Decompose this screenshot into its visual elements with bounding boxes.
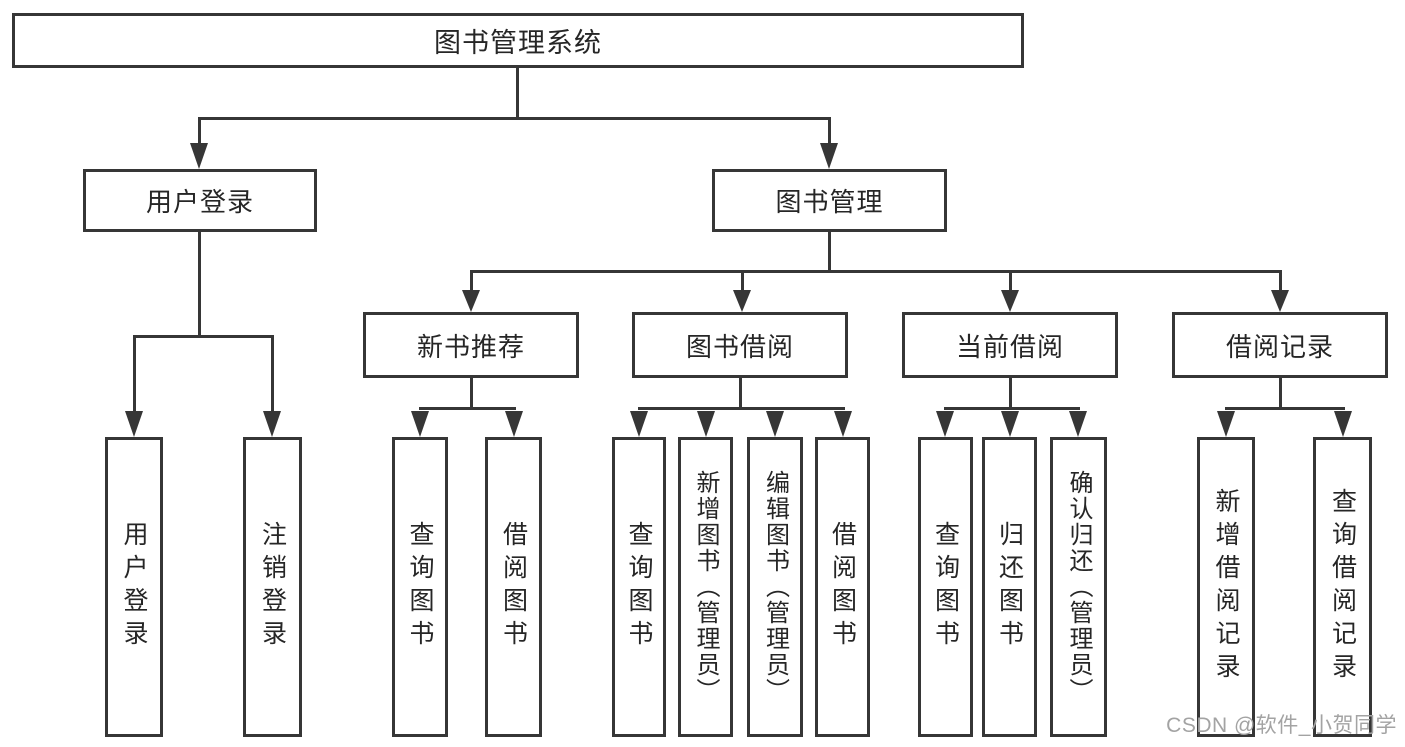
- arrowhead-down: [411, 411, 429, 437]
- connector-line: [197, 117, 831, 120]
- node-label: 当前借阅: [955, 331, 1064, 362]
- arrowhead-down: [1001, 411, 1019, 437]
- node-label: 编辑图书（管理员）: [761, 470, 789, 704]
- connector-line: [1278, 378, 1282, 410]
- arrowhead-down: [1069, 411, 1087, 437]
- arrowhead-down: [766, 411, 784, 437]
- node-root-library-management-system: 图书管理系统: [12, 13, 1024, 68]
- arrowhead-down: [820, 143, 838, 169]
- node-leaf-borrowing-query-books: 查询图书: [612, 437, 666, 737]
- arrowhead-down: [834, 411, 852, 437]
- node-label: 图书借阅: [685, 331, 794, 362]
- node-leaf-borrowing-add-books-admin: 新增图书（管理员）: [678, 437, 733, 737]
- node-leaf-borrowing-borrow-books: 借阅图书: [815, 437, 870, 737]
- node-user-login: 用户登录: [83, 169, 317, 232]
- node-label: 查询借阅记录: [1328, 488, 1357, 686]
- node-leaf-current-confirm-return-admin: 确认归还（管理员）: [1050, 437, 1107, 737]
- connector-line: [197, 231, 201, 338]
- connector-line: [132, 335, 274, 338]
- node-book-borrowing: 图书借阅: [632, 312, 848, 378]
- connector-line: [1278, 270, 1282, 292]
- connector-line: [469, 270, 473, 292]
- connector-line: [469, 378, 473, 410]
- csdn-watermark: CSDN @软件_小贺同学: [1166, 714, 1397, 737]
- connector-line: [515, 68, 519, 117]
- connector-line: [738, 378, 742, 410]
- node-leaf-user-login: 用户登录: [105, 437, 163, 737]
- node-leaf-current-return-books: 归还图书: [982, 437, 1037, 737]
- node-label: 借阅记录: [1225, 331, 1334, 362]
- connector-line: [1008, 378, 1012, 410]
- arrowhead-down: [1271, 290, 1289, 312]
- arrowhead-down: [263, 411, 281, 437]
- node-label: 用户登录: [120, 521, 148, 653]
- node-label: 借阅图书: [499, 521, 528, 653]
- arrowhead-down: [190, 143, 208, 169]
- node-label: 用户登录: [145, 187, 254, 217]
- connector-line: [418, 407, 516, 410]
- node-current-borrowing: 当前借阅: [902, 312, 1118, 378]
- arrowhead-down: [462, 290, 480, 312]
- node-label: 查询图书: [931, 521, 960, 653]
- arrowhead-down: [505, 411, 523, 437]
- connector-line: [197, 117, 201, 146]
- arrowhead-down: [1334, 411, 1352, 437]
- arrowhead-down: [697, 411, 715, 437]
- node-label: 确认归还（管理员）: [1065, 470, 1092, 704]
- node-leaf-current-query-books: 查询图书: [918, 437, 973, 737]
- node-label: 借阅图书: [828, 521, 857, 653]
- arrowhead-down: [1217, 411, 1235, 437]
- connector-line: [637, 407, 845, 410]
- arrowhead-down: [936, 411, 954, 437]
- arrowhead-down: [733, 290, 751, 312]
- connector-line: [827, 117, 831, 146]
- connector-line: [469, 270, 1282, 273]
- arrowhead-down: [125, 411, 143, 437]
- arrowhead-down: [1001, 290, 1019, 312]
- node-book-management: 图书管理: [712, 169, 947, 232]
- node-leaf-borrowing-edit-books-admin: 编辑图书（管理员）: [747, 437, 803, 737]
- node-leaf-recommend-borrow-books: 借阅图书: [485, 437, 542, 737]
- connector-line: [827, 232, 831, 273]
- node-label: 新增借阅记录: [1212, 488, 1240, 686]
- node-leaf-records-add-borrow-record: 新增借阅记录: [1197, 437, 1255, 737]
- node-label: 新书推荐: [416, 331, 525, 362]
- node-leaf-logout: 注销登录: [243, 437, 302, 737]
- node-label: 新增图书（管理员）: [692, 470, 719, 704]
- arrowhead-down: [630, 411, 648, 437]
- connector-line: [132, 335, 136, 413]
- node-borrow-records: 借阅记录: [1172, 312, 1388, 378]
- node-leaf-records-query-borrow-record: 查询借阅记录: [1313, 437, 1372, 737]
- node-label: 图书管理系统: [434, 28, 602, 58]
- connector-line: [1008, 270, 1012, 292]
- connector-line: [740, 270, 744, 292]
- node-label: 查询图书: [406, 521, 434, 653]
- node-label: 归还图书: [995, 521, 1024, 653]
- node-label: 查询图书: [625, 521, 653, 653]
- node-label: 图书管理: [775, 187, 884, 217]
- node-leaf-recommend-query-books: 查询图书: [392, 437, 448, 737]
- node-label: 注销登录: [258, 521, 287, 653]
- connector-line: [1224, 407, 1345, 410]
- connector-line: [270, 335, 274, 413]
- node-new-book-recommend: 新书推荐: [363, 312, 579, 378]
- connector-line: [943, 407, 1080, 410]
